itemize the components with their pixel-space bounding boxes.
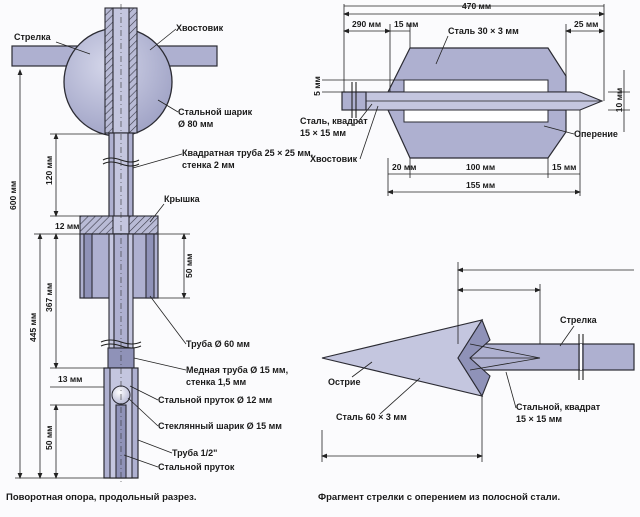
- steel-rod: [115, 404, 127, 479]
- label-glass-ball: Стеклянный шарик Ø 15 мм: [158, 421, 282, 431]
- dim-15-top: 15 мм: [394, 19, 418, 29]
- label-cap: Крышка: [164, 194, 201, 204]
- dim-25: 25 мм: [574, 19, 598, 29]
- label-steel-rod: Стальной пруток: [158, 462, 235, 472]
- label-rod-12: Стальной пруток Ø 12 мм: [158, 395, 273, 405]
- label-pipe-60: Труба Ø 60 мм: [186, 339, 250, 349]
- label-arrow: Стрелка: [14, 32, 52, 42]
- dim-155: 155 мм: [466, 180, 495, 190]
- label-copper-tube: Медная труба Ø 15 мм,: [186, 365, 288, 375]
- dim-15-bottom: 15 мм: [552, 162, 576, 172]
- dim-470: 470 мм: [462, 1, 491, 11]
- dim-367: 367 мм: [44, 283, 54, 312]
- dim-600: 600 мм: [8, 181, 18, 210]
- fletching-plan: 470 мм 290 мм 15 мм 25 мм 5 мм 10 мм 20 …: [300, 1, 630, 196]
- dim-5: 5 мм: [312, 76, 322, 96]
- square-tube-wall-left: [104, 7, 114, 134]
- dim-50-pipe: 50 мм: [184, 254, 194, 278]
- label-copper-tube-wall: стенка 1,5 мм: [186, 377, 247, 387]
- label-square-tube: Квадратная труба 25 × 25 мм,: [182, 148, 313, 158]
- dim-20: 20 мм: [392, 162, 416, 172]
- caption-left: Поворотная опора, продольный разрез.: [6, 492, 196, 503]
- label-steel-square-br-1: Стальной, квадрат: [516, 402, 601, 412]
- label-tail-top: Хвостовик: [310, 154, 358, 164]
- label-tail: Хвостовик: [176, 23, 224, 33]
- dim-12: 12 мм: [55, 221, 79, 231]
- dim-10: 10 мм: [614, 88, 624, 112]
- dim-290: 290 мм: [352, 19, 381, 29]
- label-pipe-half: Труба 1/2": [172, 448, 217, 458]
- dim-100: 100 мм: [466, 162, 495, 172]
- dim-13: 13 мм: [58, 374, 82, 384]
- label-steel-ball-size: Ø 80 мм: [178, 119, 214, 129]
- dim-445: 445 мм: [28, 313, 38, 342]
- tail-end: [341, 91, 367, 111]
- arrow-bar: [457, 343, 635, 371]
- label-steel-square-1: Сталь, квадрат: [300, 116, 368, 126]
- dim-50-bottom: 50 мм: [44, 426, 54, 450]
- square-tube-wall-right: [128, 7, 138, 134]
- label-steel-30: Сталь 30 × 3 мм: [448, 26, 519, 36]
- label-steel-ball: Стальной шарик: [178, 107, 253, 117]
- label-square-tube-wall: стенка 2 мм: [182, 160, 235, 170]
- pivot-support-section: 600 мм 120 мм 12 мм 50 мм 367 мм 445 мм …: [6, 4, 313, 503]
- label-steel-square-2: 15 × 15 мм: [300, 128, 346, 138]
- caption-right: Фрагмент стрелки с оперением из полосной…: [318, 492, 560, 503]
- label-tip: Острие: [328, 377, 360, 387]
- label-arrow-br: Стрелка: [560, 315, 598, 325]
- label-steel-60: Сталь 60 × 3 мм: [336, 412, 407, 422]
- label-steel-square-br-2: 15 × 15 мм: [516, 414, 562, 424]
- arrow-tip-fragment: Стрелка Острие Сталь 60 × 3 мм Стальной,…: [318, 262, 635, 503]
- label-fletching: Оперение: [574, 129, 618, 139]
- dim-120: 120 мм: [44, 156, 54, 185]
